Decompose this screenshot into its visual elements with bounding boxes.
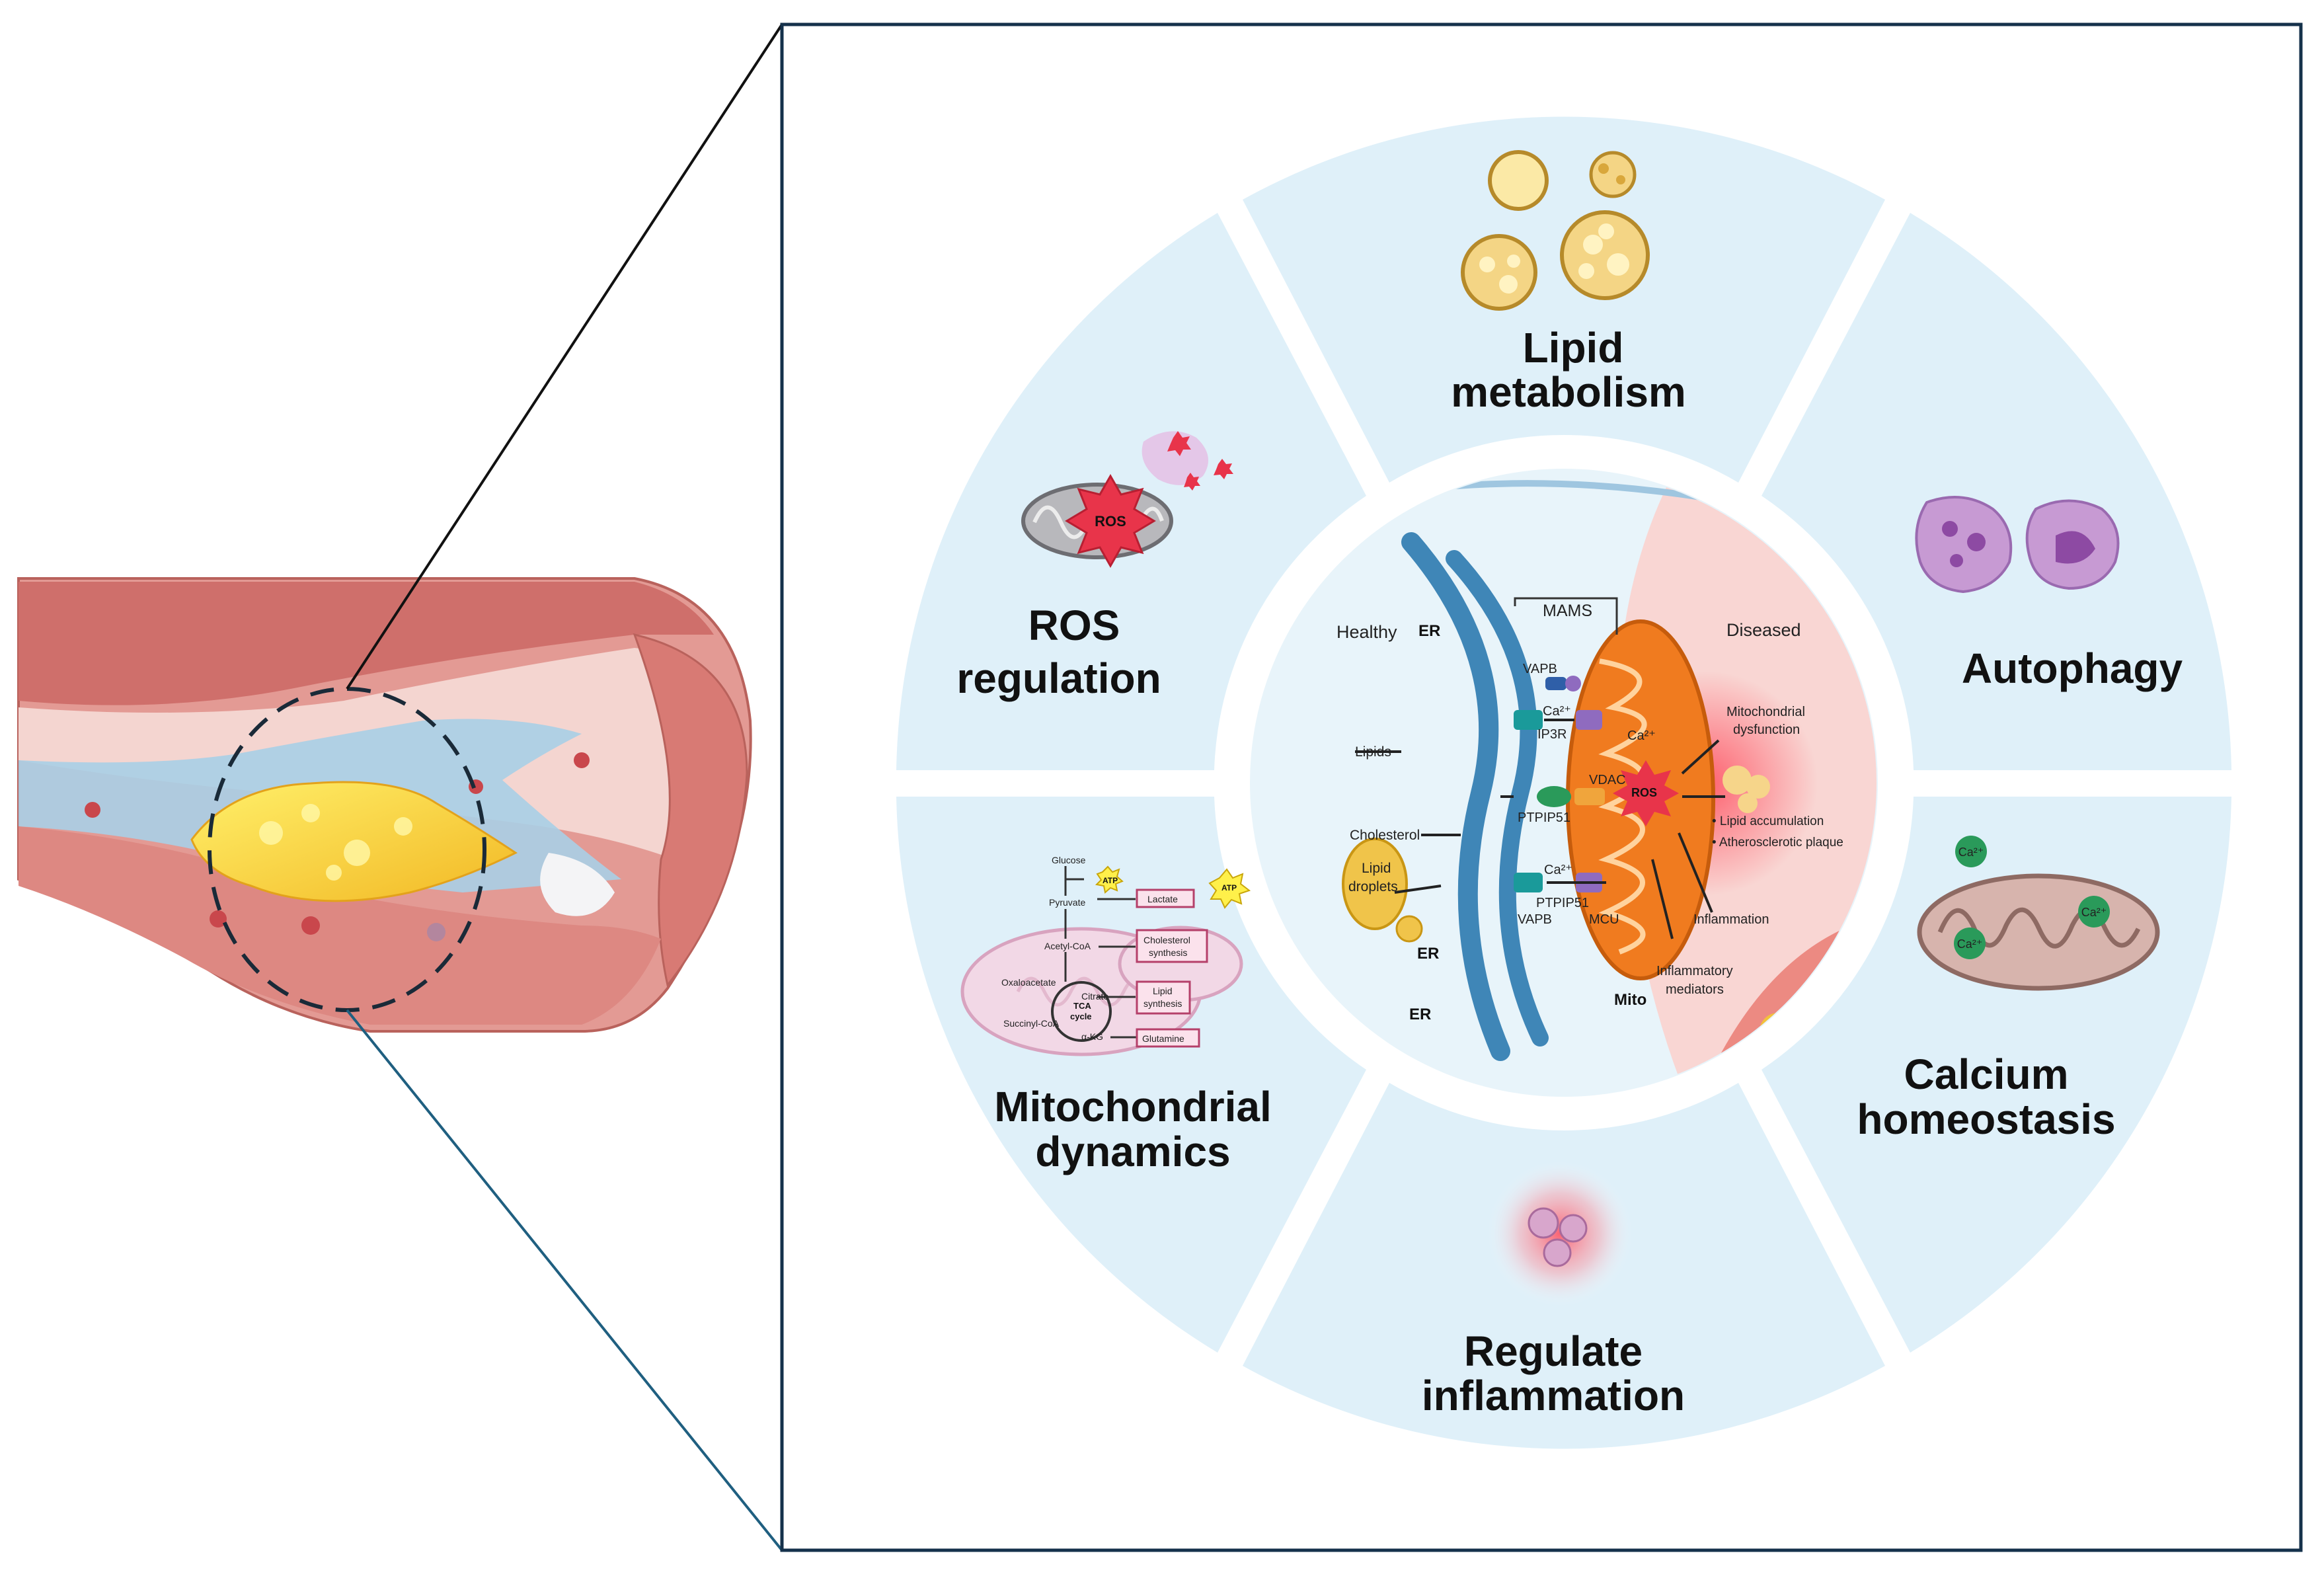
pathway-acetyl-coa: Acetyl-CoA [1044, 941, 1091, 951]
pathway-atp-2: ATP [1221, 883, 1237, 892]
pathway-lipid-1: Lipid [1153, 986, 1173, 996]
lipid-droplet-large [1342, 838, 1408, 930]
pathway-pyruvate: Pyruvate [1049, 897, 1085, 908]
segment-title-autophagy: Autophagy [1962, 645, 2183, 692]
pathway-succinyl-coa: Succinyl-CoA [1003, 1018, 1060, 1029]
artery-illustration [17, 577, 752, 1033]
pathway-lactate: Lactate [1147, 894, 1178, 904]
pathway-cholesterol-2: synthesis [1149, 947, 1187, 958]
calcium-mitochondrion-icon [1917, 836, 2160, 991]
artery-debris [540, 853, 615, 916]
segment-title-ros-line1: ROS [1028, 602, 1120, 649]
lipid-droplet-small [1395, 915, 1423, 943]
label-inflammatory-mediators-2: mediators [1666, 982, 1724, 997]
label-ca-bottom: Ca²⁺ [1544, 863, 1572, 877]
label-mito-dysfunction-2: dysfunction [1733, 723, 1800, 737]
calcium-ion-2: Ca²⁺ [2081, 906, 2107, 919]
label-mcu: MCU [1589, 912, 1619, 927]
lipid-droplets-icon [1461, 150, 1650, 311]
label-er-bottom: ER [1409, 1006, 1431, 1023]
segment-title-lipid-line2: metabolism [1451, 368, 1686, 416]
label-diseased: Diseased [1726, 620, 1801, 640]
ros-badge-label: ROS [1095, 513, 1126, 530]
label-ip3r: IP3R [1537, 727, 1567, 742]
label-mito: Mito [1614, 991, 1646, 1009]
er-membrane-inner [1446, 550, 1549, 1047]
label-vdac: VDAC [1589, 773, 1626, 787]
label-inflammation-center: Inflammation [1693, 912, 1769, 927]
segment-mitochondrial-dynamics [896, 797, 1366, 1353]
pathway-lipid-2: synthesis [1143, 998, 1182, 1009]
calcium-ion-3: Ca²⁺ [1957, 937, 1983, 951]
calcium-ion-1: Ca²⁺ [1958, 846, 1984, 859]
autophagy-cells-icon [1915, 496, 2120, 594]
label-ca-top-right: Ca²⁺ [1627, 729, 1656, 743]
center-ros-burst [1613, 760, 1679, 826]
pathway-glucose: Glucose [1052, 855, 1086, 865]
label-lipid-droplets-2: droplets [1348, 879, 1398, 894]
segment-title-calcium-line1: Calcium [1904, 1050, 2069, 1098]
segment-lipid-metabolism [1243, 116, 1885, 483]
pathway-tca-2: cycle [1070, 1011, 1092, 1021]
segment-title-ros-line2: regulation [956, 654, 1161, 702]
label-healthy: Healthy [1336, 622, 1397, 642]
pathway-glutamine: Glutamine [1142, 1033, 1184, 1044]
ros-mitochondrion-icon [1021, 431, 1233, 569]
artery-top-wall [19, 582, 714, 705]
inflammation-icon [1487, 1161, 1633, 1306]
segment-title-inflammation-line1: Regulate [1464, 1327, 1643, 1375]
label-lipid-accumulation: • Lipid accumulation [1712, 814, 1824, 828]
label-er-top: ER [1418, 622, 1440, 640]
label-lipids: Lipids [1355, 744, 1391, 760]
label-vapb-bottom: VAPB [1518, 912, 1552, 927]
label-atherosclerotic-plaque: • Atherosclerotic plaque [1712, 836, 1843, 849]
segment-autophagy [1762, 213, 2231, 770]
pathway-cholesterol-1: Cholesterol [1143, 935, 1190, 945]
segment-title-dynamics-line2: dynamics [1035, 1128, 1230, 1175]
label-inflammatory-mediators-1: Inflammatory [1656, 964, 1733, 978]
label-mams: MAMS [1543, 602, 1592, 620]
pathway-oxaloacetate: Oxaloacetate [1001, 977, 1056, 988]
segment-title-calcium-line2: homeostasis [1857, 1095, 2115, 1143]
artery-bottom-wall [19, 826, 661, 1025]
label-ptpip51-bottom: PTPIP51 [1536, 896, 1589, 910]
label-ca-top-left: Ca²⁺ [1543, 704, 1571, 719]
artery-cut-face [633, 633, 748, 988]
center-illustration: Healthy Diseased MAMS ER ER ER Mito VAPB… [1250, 469, 1878, 1097]
segment-title-inflammation-line2: inflammation [1422, 1372, 1685, 1419]
er-membrane-outer [1401, 532, 1510, 1061]
pathway-tca-1: TCA [1073, 1001, 1091, 1011]
pathway-atp-1: ATP [1103, 876, 1118, 885]
label-lipid-droplets-1: Lipid [1362, 861, 1391, 876]
label-cholesterol: Cholesterol [1350, 828, 1420, 843]
label-er-mid: ER [1417, 945, 1439, 963]
pathway-akg: α-KG [1081, 1031, 1103, 1042]
label-vapb-top: VAPB [1523, 662, 1557, 676]
label-ros-center: ROS [1631, 786, 1657, 799]
label-ptpip51-top: PTPIP51 [1518, 810, 1570, 825]
label-mito-dysfunction-1: Mitochondrial [1726, 705, 1805, 719]
connector-line-bottom [346, 1009, 783, 1552]
connector-line-top [346, 23, 783, 690]
segment-title-lipid-line1: Lipid [1523, 324, 1624, 372]
metabolism-pathway-diagram [960, 865, 1251, 1056]
segment-title-dynamics-line1: Mitochondrial [994, 1083, 1272, 1130]
pathway-citrate: Citrate [1081, 991, 1108, 1002]
